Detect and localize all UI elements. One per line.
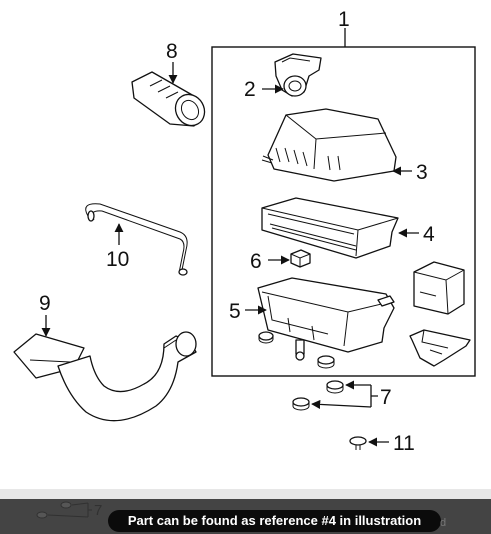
part-7-grommet-upper — [326, 380, 344, 394]
callout-4: 4 — [423, 223, 435, 246]
part-8-hose — [131, 71, 206, 127]
callout-5: 5 — [229, 300, 241, 323]
reference-banner: Part can be found as reference #4 in ill… — [108, 510, 441, 532]
bracket-piece — [409, 329, 471, 367]
callout-6: 6 — [250, 250, 262, 273]
callout-2: 2 — [244, 78, 256, 101]
part-11-clip — [349, 436, 367, 450]
callout-10: 10 — [106, 248, 129, 271]
callout-9: 9 — [39, 292, 51, 315]
callout-7: 7 — [380, 386, 392, 409]
assembly-box — [211, 46, 476, 377]
grommet-left — [258, 331, 274, 344]
callout-7-bracket — [370, 385, 378, 407]
ghost-callout-preview: 7 — [36, 501, 102, 519]
callout-3: 3 — [416, 161, 428, 184]
callout-7-leader-lower — [311, 399, 372, 409]
callout-8: 8 — [166, 40, 178, 63]
part-10-breather-hose — [85, 203, 188, 276]
callout-1: 1 — [338, 8, 350, 31]
footer-divider — [0, 489, 491, 499]
part-9-intake-duct — [13, 331, 197, 422]
grommet-center — [317, 355, 335, 369]
part-2-sensor — [274, 53, 322, 97]
part-4-filter — [261, 197, 399, 259]
ghost-suffix-text: d — [440, 517, 447, 529]
callout-11: 11 — [393, 432, 415, 455]
part-3-cover — [261, 108, 397, 182]
inlet-duct-piece — [413, 261, 465, 315]
part-5-lower-case — [257, 277, 395, 361]
part-6-clip — [290, 249, 311, 268]
ghost-callout-7: 7 — [94, 502, 102, 519]
part-7-grommet-lower — [292, 397, 310, 411]
